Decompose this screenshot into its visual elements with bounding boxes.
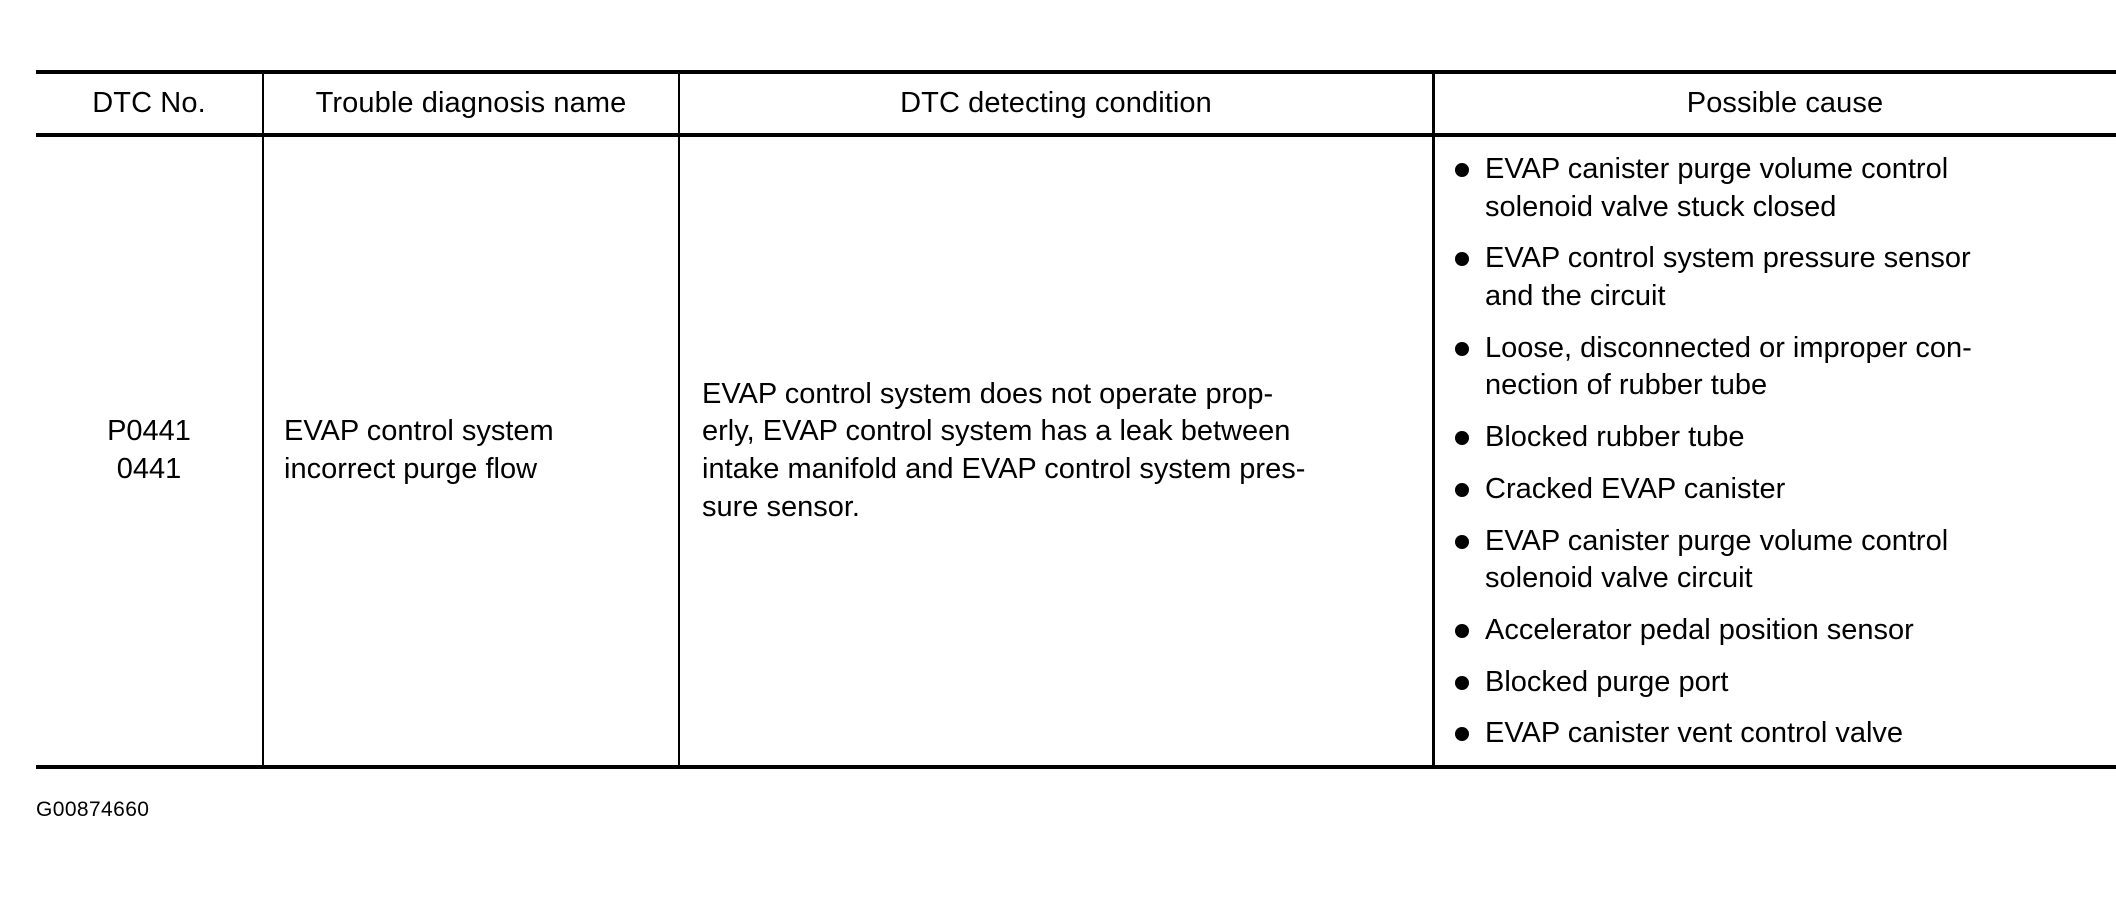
possible-cause-line: nection of rubber tube bbox=[1485, 369, 1768, 402]
possible-cause-item: Cracked EVAP canister bbox=[1451, 471, 2116, 509]
bullet-icon bbox=[1455, 482, 1469, 497]
cell-trouble-diagnosis-name: EVAP control system incorrect purge flow bbox=[262, 135, 679, 767]
dtc-code-secondary: 0441 bbox=[116, 452, 182, 485]
bullet-icon bbox=[1455, 727, 1469, 742]
possible-cause-line: and the circuit bbox=[1485, 280, 1666, 313]
column-header-dtc-no: DTC No. bbox=[92, 86, 206, 119]
possible-cause-line: Blocked purge port bbox=[1485, 665, 1729, 698]
possible-cause-line: Cracked EVAP canister bbox=[1485, 472, 1786, 505]
figure-id-caption: G00874660 bbox=[36, 798, 150, 821]
possible-cause-line: EVAP canister purge volume control bbox=[1485, 153, 1949, 185]
dtc-table-container: DTC No. Trouble diagnosis name DTC detec… bbox=[36, 70, 2116, 769]
table-header: DTC No. Trouble diagnosis name DTC detec… bbox=[36, 72, 2116, 135]
bullet-icon bbox=[1455, 341, 1469, 356]
column-header-trouble-diagnosis-name: Trouble diagnosis name bbox=[262, 72, 679, 135]
bullet-icon bbox=[1455, 252, 1469, 267]
possible-cause-item: Blocked rubber tube bbox=[1451, 419, 2116, 457]
column-header-dtc-detecting-condition: DTC detecting condition bbox=[678, 72, 1434, 135]
column-header-possible-cause: Possible cause bbox=[1432, 72, 2116, 135]
possible-cause-list: EVAP canister purge volume control solen… bbox=[1451, 137, 2116, 765]
possible-cause-line: EVAP canister vent control valve bbox=[1485, 717, 1904, 750]
bullet-icon bbox=[1455, 163, 1469, 177]
cell-dtc-detecting-condition: EVAP control system does not operate pro… bbox=[678, 135, 1434, 767]
table-row: P0441 0441 EVAP control system incorrect… bbox=[36, 135, 2116, 767]
dtc-table: DTC No. Trouble diagnosis name DTC detec… bbox=[36, 70, 2116, 769]
possible-cause-item: Loose, disconnected or improper con- nec… bbox=[1451, 330, 2116, 405]
possible-cause-line: Loose, disconnected or improper con- bbox=[1485, 331, 1972, 364]
cell-dtc-no: P0441 0441 bbox=[36, 135, 263, 767]
dtc-detecting-condition-line-4: sure sensor. bbox=[702, 490, 860, 523]
dtc-detecting-condition-line-2: erly, EVAP control system has a leak bet… bbox=[702, 415, 1291, 448]
trouble-diagnosis-name-text: EVAP control system incorrect purge flow bbox=[284, 413, 678, 488]
bullet-icon bbox=[1455, 534, 1469, 549]
possible-cause-item: Blocked purge port bbox=[1451, 664, 2116, 702]
possible-cause-line: Blocked rubber tube bbox=[1485, 421, 1745, 454]
dtc-code-list: P0441 0441 bbox=[36, 413, 262, 488]
dtc-detecting-condition-line-1: EVAP control system does not operate pro… bbox=[702, 377, 1274, 410]
dtc-detecting-condition-text: EVAP control system does not operate pro… bbox=[702, 376, 1410, 527]
possible-cause-item: EVAP canister purge volume control solen… bbox=[1451, 523, 2116, 598]
bullet-icon bbox=[1455, 623, 1469, 638]
possible-cause-item: EVAP canister vent control valve bbox=[1451, 715, 2116, 753]
dtc-code-primary: P0441 bbox=[107, 415, 191, 448]
possible-cause-line: Accelerator pedal position sensor bbox=[1485, 613, 1914, 646]
dtc-detecting-condition-line-3: intake manifold and EVAP control system … bbox=[702, 452, 1306, 485]
possible-cause-line: EVAP control system pressure sensor bbox=[1485, 242, 1971, 275]
possible-cause-item: EVAP control system pressure sensor and … bbox=[1451, 240, 2116, 315]
table-header-row: DTC No. Trouble diagnosis name DTC detec… bbox=[36, 72, 2116, 135]
possible-cause-line: EVAP canister purge volume control bbox=[1485, 524, 1949, 557]
possible-cause-line: solenoid valve stuck closed bbox=[1485, 190, 1837, 223]
trouble-diagnosis-name-line-1: EVAP control system bbox=[284, 415, 554, 448]
bullet-icon bbox=[1455, 675, 1469, 690]
cell-possible-cause: EVAP canister purge volume control solen… bbox=[1432, 135, 2116, 767]
possible-cause-item: EVAP canister purge volume control solen… bbox=[1451, 151, 2116, 226]
trouble-diagnosis-name-line-2: incorrect purge flow bbox=[284, 452, 538, 485]
possible-cause-line: solenoid valve circuit bbox=[1485, 562, 1753, 595]
possible-cause-item: Accelerator pedal position sensor bbox=[1451, 612, 2116, 650]
table-body: P0441 0441 EVAP control system incorrect… bbox=[36, 135, 2116, 767]
bullet-icon bbox=[1455, 431, 1469, 446]
